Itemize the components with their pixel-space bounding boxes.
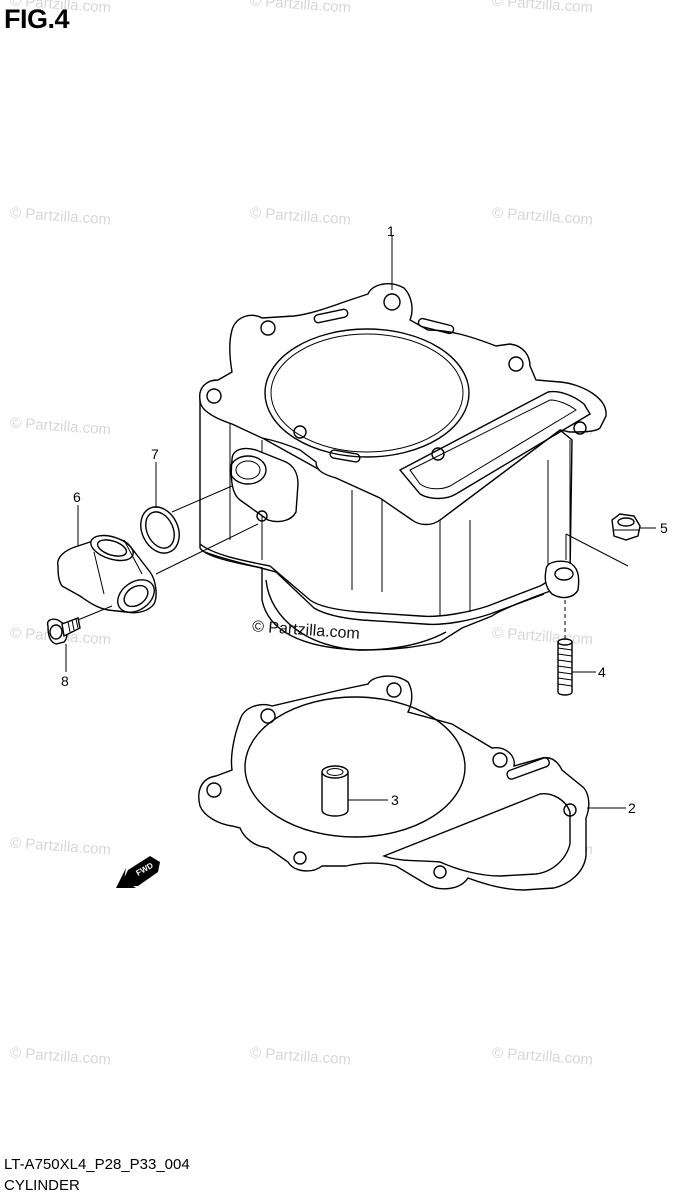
- lower-mount-hole: [554, 567, 574, 581]
- callout-1[interactable]: 1: [387, 223, 395, 239]
- gasket-bolt-hole: [433, 865, 447, 879]
- nut-assembly-line: [565, 533, 629, 567]
- diagram-code: LT-A750XL4_P28_P33_004: [4, 1156, 190, 1173]
- o-ring-inner: [145, 511, 175, 549]
- cylinder-lower-flange-inner: [204, 551, 545, 626]
- fwd-direction-arrow: FWD: [116, 856, 160, 888]
- callout-leaders: [65, 236, 656, 809]
- cylinder-bore: [264, 328, 470, 458]
- gasket-outline: [198, 675, 590, 891]
- callout-4[interactable]: 4: [598, 664, 606, 680]
- cam-chain-tunnel-inner: [409, 399, 577, 490]
- intake-boss: [230, 447, 299, 523]
- stud-threads: [557, 647, 573, 687]
- deck-bolt-hole: [206, 388, 222, 404]
- deck-bolt-hole: [431, 447, 445, 461]
- diagram-name: CYLINDER: [4, 1177, 80, 1194]
- cylinder-gasket-part-2[interactable]: [198, 675, 590, 891]
- gasket-bolt-hole: [260, 708, 276, 724]
- cylinder-part-1[interactable]: [199, 283, 607, 651]
- callout-7[interactable]: 7: [151, 446, 159, 462]
- callout-8[interactable]: 8: [61, 673, 69, 689]
- intake-assembly-line-2: [155, 523, 259, 575]
- deck-bolt-hole: [573, 421, 587, 435]
- gasket-cam-chain-opening: [382, 793, 571, 877]
- screw-head-face: [49, 624, 63, 640]
- intake-screw-hole: [256, 510, 268, 522]
- callout-2[interactable]: 2: [628, 800, 636, 816]
- intake-port: [229, 455, 267, 485]
- deck-slot: [329, 449, 361, 463]
- dowel-top: [321, 765, 349, 779]
- callout-5[interactable]: 5: [660, 520, 668, 536]
- deck-bolt-hole: [293, 425, 307, 439]
- intake-pipe-part-6[interactable]: [57, 485, 259, 625]
- cylinder-lower-flange: [199, 543, 557, 618]
- dowel-pin-part-3[interactable]: [321, 765, 349, 817]
- screw-part-8[interactable]: [46, 617, 81, 645]
- gasket-bolt-hole: [206, 782, 222, 798]
- dowel-hole: [326, 768, 344, 776]
- gasket-bolt-hole: [386, 682, 402, 698]
- intake-pipe-inlet: [90, 534, 134, 562]
- gasket-slot: [506, 757, 550, 780]
- deck-bolt-hole: [260, 320, 276, 336]
- fwd-arrow-icon: [120, 856, 160, 886]
- screw-shank: [61, 617, 81, 638]
- dowel-body: [321, 771, 349, 817]
- cylinder-bore-inner: [270, 333, 464, 453]
- deck-bolt-hole: [508, 356, 524, 372]
- callout-3[interactable]: 3: [391, 792, 399, 808]
- nut-part-5[interactable]: [565, 513, 641, 567]
- deck-slot: [313, 308, 349, 324]
- intake-pipe-inlet-inner: [96, 539, 128, 557]
- figure-title: FIG.4: [4, 4, 70, 34]
- intake-pipe-outlet: [117, 579, 155, 613]
- callout-6[interactable]: 6: [73, 489, 81, 505]
- nut-top: [617, 517, 635, 527]
- screw-threads: [67, 618, 79, 633]
- cam-chain-tunnel: [398, 390, 591, 500]
- stud-part-4[interactable]: [557, 600, 573, 696]
- intake-pipe-outlet-inner: [123, 584, 149, 608]
- o-ring-outer: [140, 506, 180, 554]
- intake-port-inner: [235, 460, 261, 480]
- fwd-arrowhead-icon: [116, 868, 136, 888]
- intake-pipe-rib: [93, 539, 143, 595]
- stud-top: [557, 638, 573, 646]
- deck-bolt-hole: [383, 293, 401, 311]
- deck-slot: [417, 317, 455, 335]
- o-ring-part-7[interactable]: [134, 501, 187, 560]
- intake-assembly-line: [171, 485, 233, 513]
- cylinder-skirt: [265, 579, 447, 651]
- gasket-bolt-hole: [492, 752, 508, 768]
- gasket-bore: [244, 696, 466, 838]
- gasket-bolt-hole: [293, 851, 307, 865]
